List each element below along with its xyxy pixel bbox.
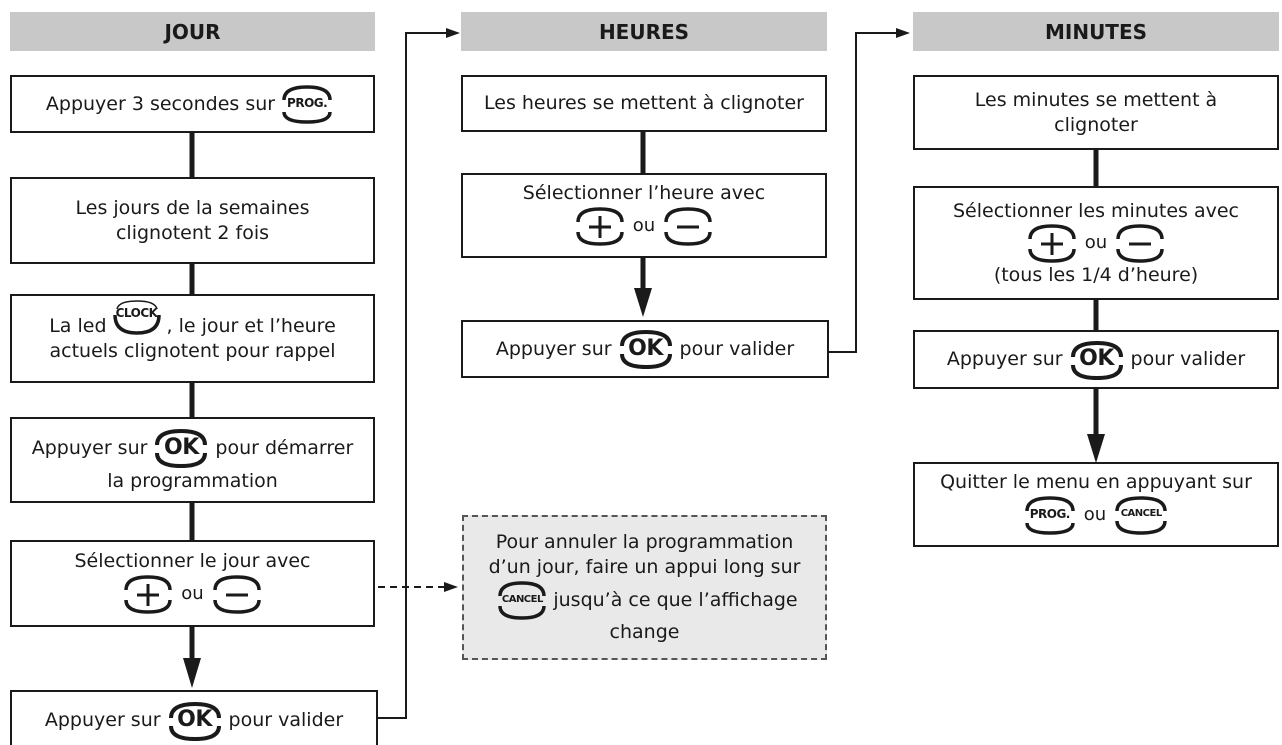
heures-step-3: Appuyer sur OK pour valider (461, 320, 829, 378)
minus-button-icon (1113, 223, 1167, 263)
plus-button-icon (1025, 223, 1079, 263)
jour-step-6: Appuyer sur OK pour valider (10, 690, 378, 745)
header-heures: HEURES (461, 12, 827, 51)
header-jour: JOUR (10, 12, 375, 51)
jour-step-1: Appuyer 3 secondes sur PROG. (10, 75, 375, 133)
plus-button-icon (573, 206, 627, 246)
ok-button-icon: OK (1067, 339, 1127, 381)
cancel-button-icon: CANCEL (495, 580, 549, 620)
minus-button-icon (210, 574, 264, 614)
minus-button-icon (661, 206, 715, 246)
jour-step-5: Sélectionner le jour avec ou (10, 540, 375, 627)
jour-step-3: La led CLOCK , le jour et l’heure actuel… (10, 294, 375, 383)
heures-step-1: Les heures se mettent à clignoter (461, 75, 827, 132)
prog-button-icon: PROG. (279, 84, 335, 124)
clock-button-icon: CLOCK (111, 297, 163, 337)
minutes-step-1: Les minutes se mettent à clignoter (913, 75, 1279, 150)
minutes-step-3: Appuyer sur OK pour valider (913, 330, 1279, 389)
minutes-step-2: Sélectionner les minutes avec ou (tous l… (913, 186, 1279, 300)
heures-step-2: Sélectionner l’heure avec ou (461, 173, 827, 258)
jour-step-4: Appuyer sur OK pour démarrer la programm… (10, 417, 375, 503)
header-minutes: MINUTES (913, 12, 1279, 51)
ok-button-icon: OK (151, 427, 211, 469)
cancel-note: Pour annuler la programmation d’un jour,… (462, 515, 827, 660)
cancel-button-icon: CANCEL (1112, 495, 1170, 535)
ok-button-icon: OK (616, 328, 676, 370)
prog-button-icon: PROG. (1022, 495, 1078, 535)
ok-button-icon: OK (165, 700, 225, 742)
plus-button-icon (121, 574, 175, 614)
jour-step-2: Les jours de la semaines clignotent 2 fo… (10, 177, 375, 264)
minutes-step-4: Quitter le menu en appuyant sur PROG. ou… (913, 462, 1279, 547)
